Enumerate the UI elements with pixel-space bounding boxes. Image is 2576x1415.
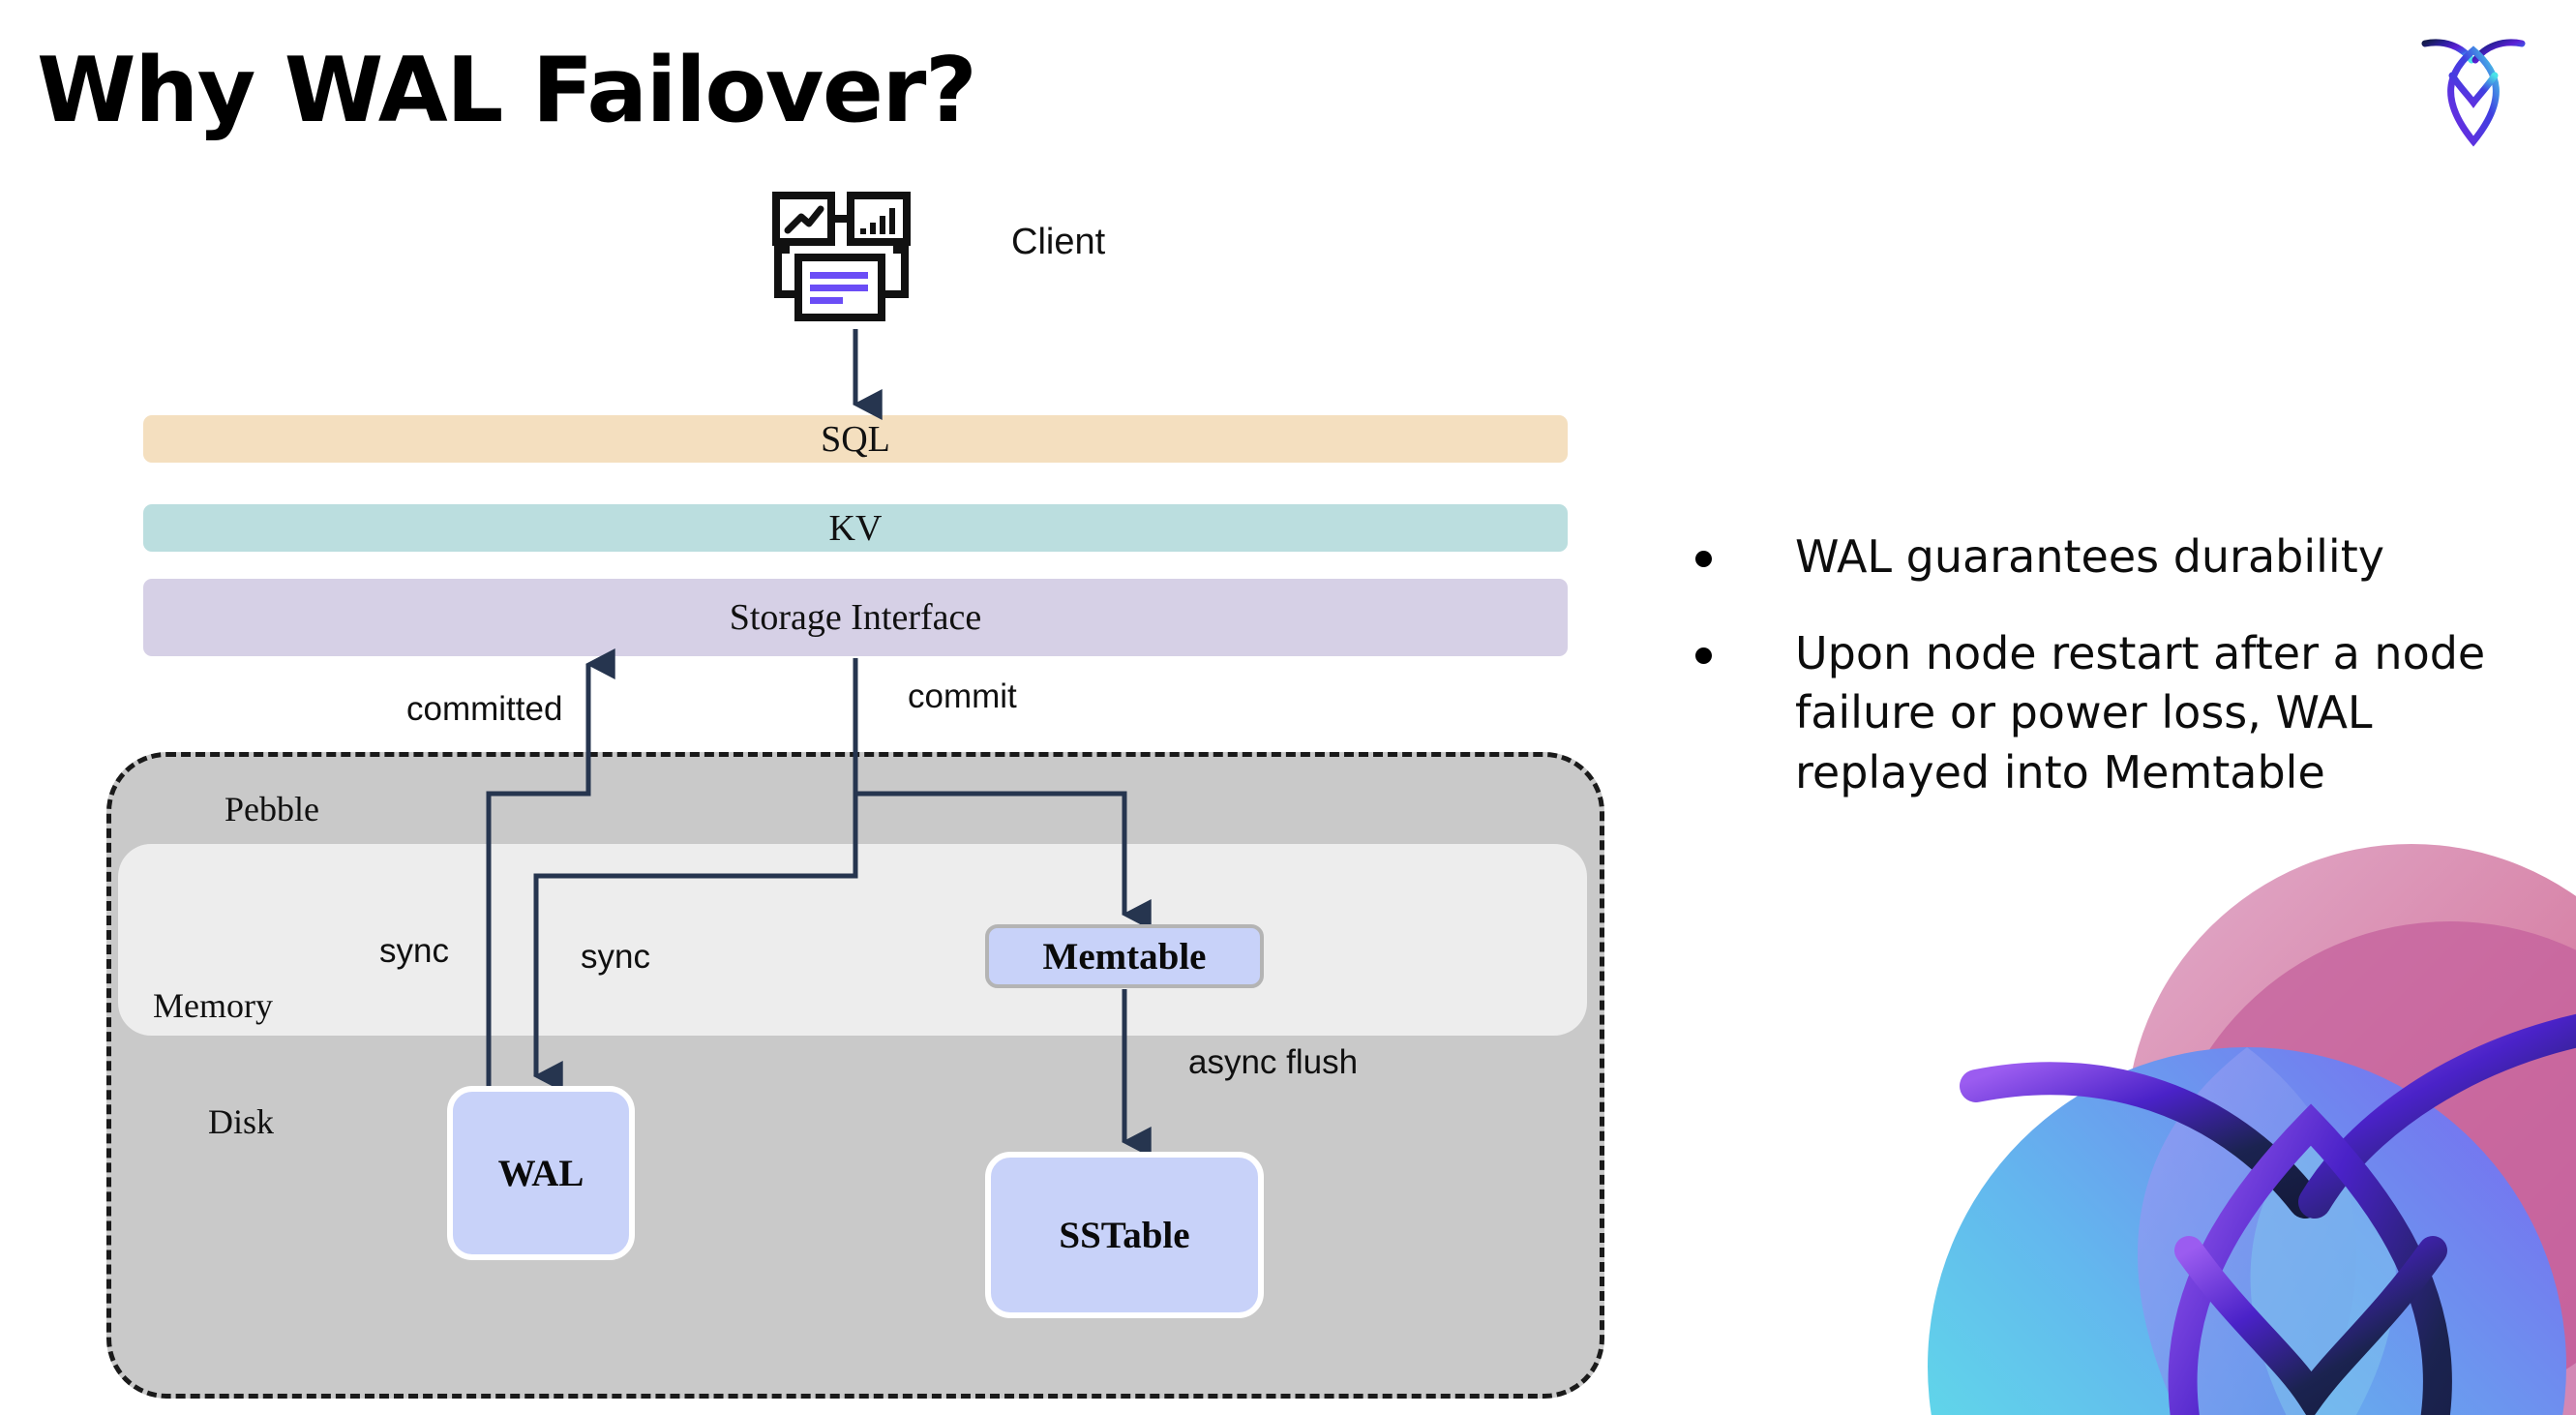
layer-label-sql: SQL bbox=[821, 418, 890, 460]
node-label-memtable: Memtable bbox=[1042, 935, 1207, 978]
edge-label-sync-left: sync bbox=[379, 932, 449, 970]
client-label: Client bbox=[1011, 222, 1106, 262]
bullet-text: WAL guarantees durability bbox=[1795, 530, 2384, 583]
zone-label-pebble: Pebble bbox=[225, 790, 319, 828]
node-label-wal: WAL bbox=[497, 1152, 584, 1194]
edge-label-committed: committed bbox=[406, 690, 563, 728]
bullet-text: Upon node restart after a node failure o… bbox=[1795, 626, 2486, 798]
bullet-dot-icon bbox=[1695, 647, 1712, 664]
bullet-list: WAL guarantees durability Upon node rest… bbox=[1695, 527, 2547, 840]
layer-bar-kv: KV bbox=[143, 504, 1568, 552]
list-item: Upon node restart after a node failure o… bbox=[1695, 624, 2547, 803]
list-item: WAL guarantees durability bbox=[1695, 527, 2547, 587]
diagram-connectors bbox=[486, 329, 1152, 1159]
bullet-dot-icon bbox=[1695, 551, 1712, 567]
client-monitor-icon bbox=[772, 192, 929, 329]
edge-label-commit: commit bbox=[908, 677, 1017, 715]
node-wal: WAL bbox=[447, 1086, 635, 1260]
page-title: Why WAL Failover? bbox=[37, 38, 977, 142]
layer-bar-sql: SQL bbox=[143, 415, 1568, 463]
zone-label-memory: Memory bbox=[153, 986, 273, 1025]
edge-label-async-flush: async flush bbox=[1188, 1043, 1359, 1081]
zone-label-disk: Disk bbox=[208, 1102, 275, 1141]
layer-label-kv: KV bbox=[828, 507, 883, 549]
architecture-diagram: Client SQL KV Storage Interface Pebble M… bbox=[106, 192, 1604, 1399]
cockroach-labs-logo-icon bbox=[2415, 27, 2531, 148]
node-label-sstable: SSTable bbox=[1059, 1214, 1190, 1256]
layer-bar-storage: Storage Interface bbox=[143, 579, 1568, 656]
layer-label-storage: Storage Interface bbox=[729, 597, 982, 638]
cockroach-labs-watermark-icon bbox=[1831, 796, 2576, 1415]
edge-label-sync-right: sync bbox=[581, 938, 650, 976]
node-sstable: SSTable bbox=[985, 1152, 1264, 1318]
node-memtable: Memtable bbox=[985, 924, 1264, 988]
